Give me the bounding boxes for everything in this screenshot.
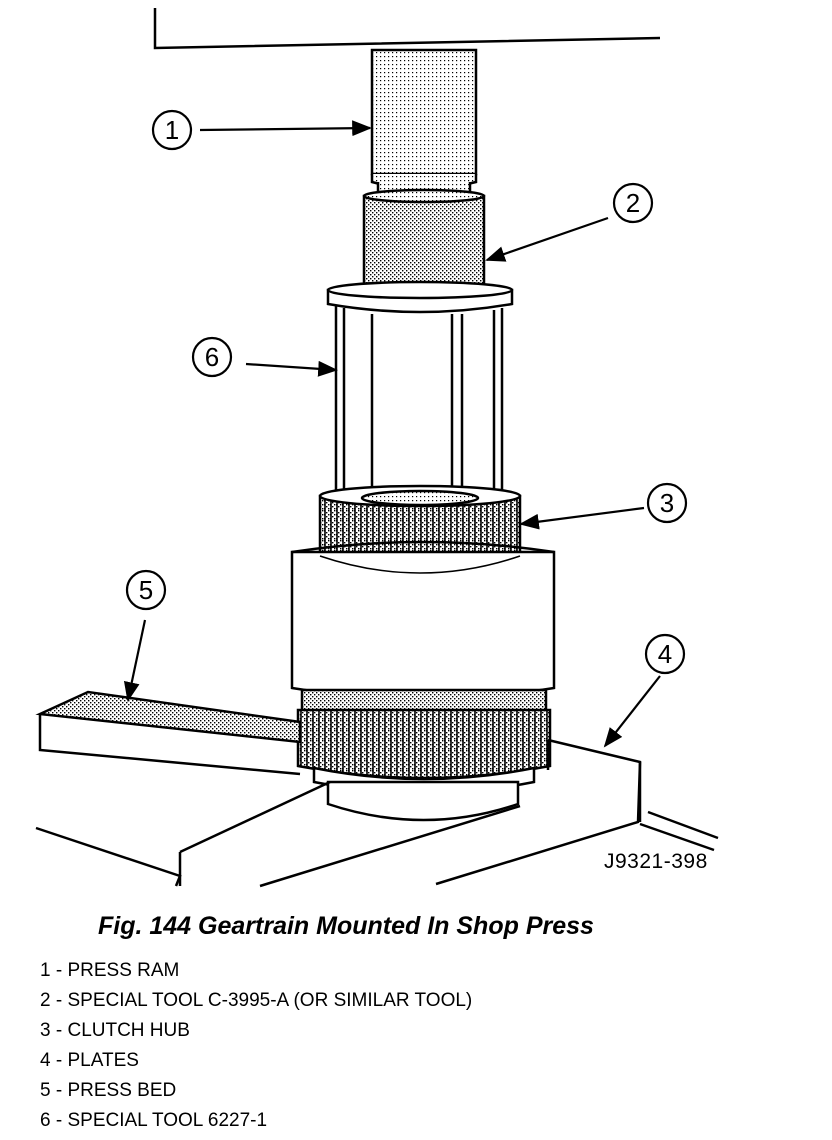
svg-text:6: 6 [205, 342, 219, 372]
legend-item: 1 - PRESS RAM [40, 960, 180, 981]
callout-5: 5 [125, 569, 167, 611]
geartrain-press-diagram: 1 2 3 4 5 6 [35, 8, 719, 888]
callout-3: 3 [646, 482, 688, 524]
special-tool-6227-1 [326, 280, 514, 516]
legend-num: 1 [40, 960, 51, 981]
leader-arrow-4 [603, 675, 661, 748]
legend-item: 4 - PLATES [40, 1050, 139, 1071]
legend-list: 1 - PRESS RAM 2 - SPECIAL TOOL C-3995-A … [40, 958, 472, 1138]
legend-num: 6 [40, 1110, 51, 1131]
special-tool-c3995a [362, 188, 486, 294]
leader-arrows [123, 120, 661, 748]
press-bed [35, 690, 331, 887]
callout-6: 6 [191, 336, 233, 378]
legend-num: 3 [40, 1020, 51, 1041]
plates [259, 738, 719, 888]
svg-text:5: 5 [139, 575, 153, 605]
legend-label: CLUTCH HUB [67, 1020, 190, 1041]
legend-label: SPECIAL TOOL 6227-1 [67, 1110, 268, 1131]
svg-text:1: 1 [165, 115, 179, 145]
clutch-drum [290, 540, 556, 701]
legend-num: 2 [40, 990, 51, 1011]
callout-2: 2 [612, 182, 654, 224]
legend-label: PRESS BED [67, 1080, 177, 1101]
legend-item: 3 - CLUTCH HUB [40, 1020, 190, 1041]
leader-arrow-2 [485, 216, 609, 262]
press-ram [370, 48, 478, 198]
callout-4: 4 [644, 633, 686, 675]
press-frame [153, 8, 661, 50]
svg-text:3: 3 [660, 488, 674, 518]
legend-label: SPECIAL TOOL C-3995-A (OR SIMILAR TOOL) [67, 990, 473, 1011]
callout-1: 1 [151, 109, 193, 151]
svg-text:4: 4 [658, 639, 672, 669]
legend-item: 5 - PRESS BED [40, 1080, 177, 1101]
legend-item: 6 - SPECIAL TOOL 6227-1 [40, 1110, 268, 1131]
figure-caption: Fig. 144 Geartrain Mounted In Shop Press [98, 912, 594, 940]
legend-num: 4 [40, 1050, 51, 1071]
leader-arrow-1 [199, 120, 372, 137]
legend-item: 2 - SPECIAL TOOL C-3995-A (OR SIMILAR TO… [40, 990, 473, 1011]
legend-label: PLATES [67, 1050, 139, 1071]
svg-text:2: 2 [626, 188, 640, 218]
leader-arrow-3 [519, 506, 645, 530]
figure-id: J9321-398 [604, 850, 708, 873]
legend-label: PRESS RAM [67, 960, 180, 981]
lower-geartrain [296, 688, 552, 822]
legend-num: 5 [40, 1080, 51, 1101]
leader-arrow-6 [245, 360, 338, 377]
leader-arrow-5 [123, 619, 147, 702]
